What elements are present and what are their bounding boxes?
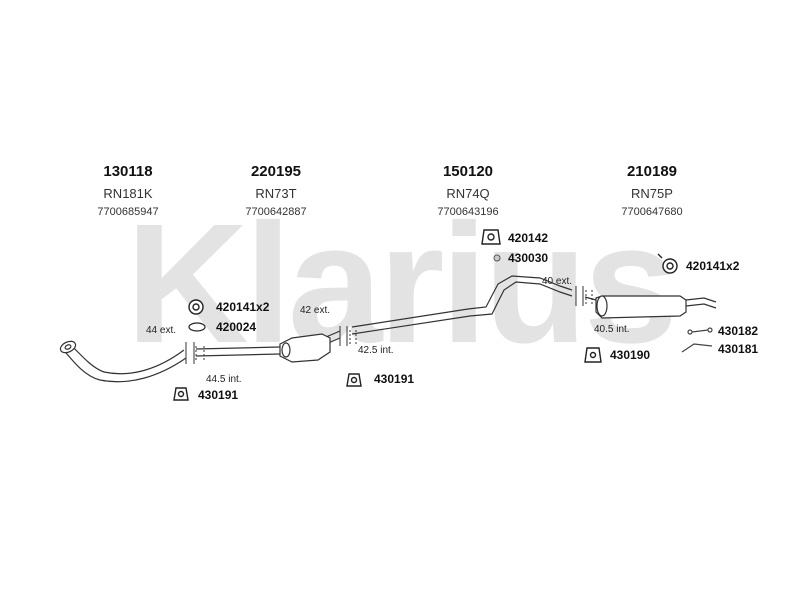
rear-pipe (351, 275, 573, 335)
tail-pipe (584, 296, 717, 309)
part-number-front-pipe: 130118 (103, 163, 153, 180)
part-number-rear-silencer: 210189 (626, 163, 678, 180)
hanger-icon (346, 373, 362, 387)
flange-icon (59, 340, 77, 354)
gasket-icon (188, 322, 206, 332)
fitting-hanger-label: 430191 (374, 372, 415, 386)
hook-icon (681, 343, 713, 353)
code-rear-pipe: RN74Q (446, 186, 490, 201)
middle-silencer (279, 333, 331, 363)
fitting-nut-label: 430030 (508, 251, 549, 265)
fitting-hanger-label: 430191 (198, 388, 239, 402)
dimension-label: 42 ext. (300, 305, 331, 316)
dimension-label: 40 ext. (542, 276, 573, 287)
part-number-rear-pipe: 150120 (442, 163, 494, 180)
code-middle-silencer: RN73T (255, 186, 297, 201)
joint-marker-2 (339, 326, 357, 346)
dimension-label: 40.5 int. (594, 324, 630, 335)
ring-icon (687, 327, 713, 335)
fitting-hanger-label: 430190 (610, 348, 651, 362)
clamp-icon (657, 253, 678, 274)
hanger-icon (584, 347, 602, 363)
joint-marker-1 (185, 342, 205, 364)
dimension-label: 44 ext. (146, 325, 177, 336)
fitting-ring-label: 430182 (718, 324, 759, 338)
watermark-text: Klarius (126, 189, 674, 379)
fitting-clamp-label: 420141x2 (216, 300, 270, 314)
fitting-mount-label: 420142 (508, 231, 549, 245)
dimension-label: 44.5 int. (206, 374, 242, 385)
fitting-clamp-label: 420141x2 (686, 259, 740, 273)
oem-front-pipe: 7700685947 (97, 206, 159, 218)
code-rear-silencer: RN75P (631, 186, 673, 201)
part-number-middle-silencer: 220195 (250, 163, 302, 180)
oem-rear-silencer: 7700647680 (621, 206, 683, 218)
fitting-hook-label: 430181 (718, 342, 759, 356)
rear-silencer (595, 295, 687, 319)
fitting-gasket-label: 420024 (216, 320, 257, 334)
clamp-icon (188, 299, 204, 315)
front-pipe (61, 343, 187, 383)
code-front-pipe: RN181K (103, 186, 153, 201)
mount-icon (481, 229, 501, 245)
oem-middle-silencer: 7700642887 (245, 206, 307, 218)
nut-icon (493, 254, 501, 262)
hanger-icon (173, 387, 189, 401)
dimension-label: 42.5 int. (358, 345, 394, 356)
joint-marker-3 (575, 286, 593, 306)
middle-pipe (195, 330, 341, 357)
oem-rear-pipe: 7700643196 (437, 206, 499, 218)
